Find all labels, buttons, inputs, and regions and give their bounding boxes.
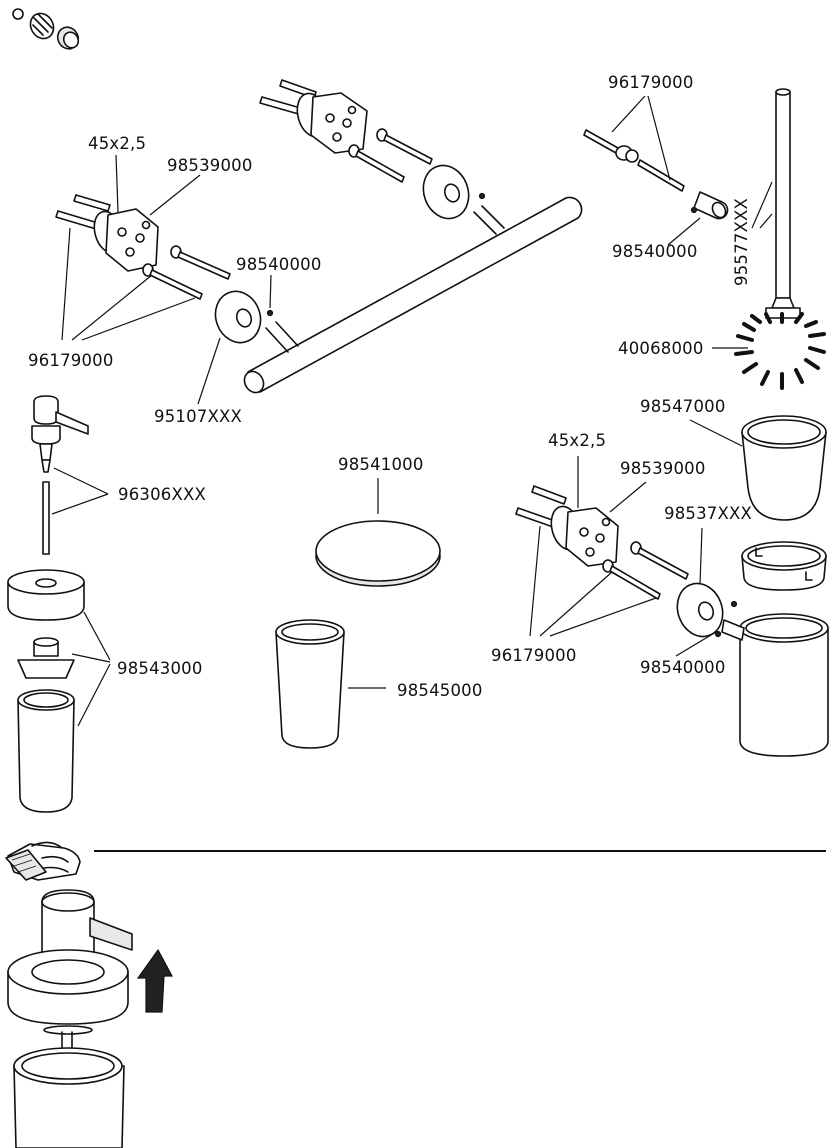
tumbler-glass	[275, 619, 386, 749]
label-40068000: 40068000	[618, 339, 704, 358]
brush-cup	[689, 415, 827, 521]
dispenser-container	[7, 569, 111, 813]
label-98540000-c: 98540000	[640, 658, 726, 677]
label-98541000: 98541000	[338, 455, 424, 474]
label-96306xxx: 96306XXX	[118, 485, 206, 504]
label-98537xxx: 98537XXX	[664, 504, 752, 523]
label-seal-45x25-a: 45x2,5	[88, 134, 147, 153]
label-95107xxx: 95107XXX	[154, 407, 242, 426]
lower-right-bracket	[515, 456, 738, 657]
dispenser-pump	[31, 395, 109, 555]
soap-dish	[315, 478, 441, 587]
brush-container	[721, 541, 829, 757]
brush-holder-bracket	[583, 95, 729, 246]
label-98539000-b: 98539000	[620, 459, 706, 478]
label-95577xxx: 95577XXX	[732, 198, 751, 286]
label-98545000: 98545000	[397, 681, 483, 700]
label-96179000-c: 96179000	[491, 646, 577, 665]
label-96179000-a: 96179000	[28, 351, 114, 370]
label-98540000-a: 98540000	[236, 255, 322, 274]
hand-with-cloth-icon	[5, 841, 81, 881]
label-98543000: 98543000	[117, 659, 203, 678]
dispenser-disassembly-illustration	[7, 889, 133, 1148]
label-98539000-a: 98539000	[167, 156, 253, 175]
label-96179000-b: 96179000	[608, 73, 694, 92]
arrow-up-icon	[136, 948, 174, 1013]
label-seal-45x25-b: 45x2,5	[548, 431, 607, 450]
mounting-clip-and-cap-icon	[12, 8, 80, 50]
towel-bar-assembly	[243, 79, 583, 394]
label-98540000-b: 98540000	[612, 242, 698, 261]
left-bracket-assembly	[55, 154, 274, 405]
toilet-brush	[712, 88, 826, 390]
label-98547000: 98547000	[640, 397, 726, 416]
